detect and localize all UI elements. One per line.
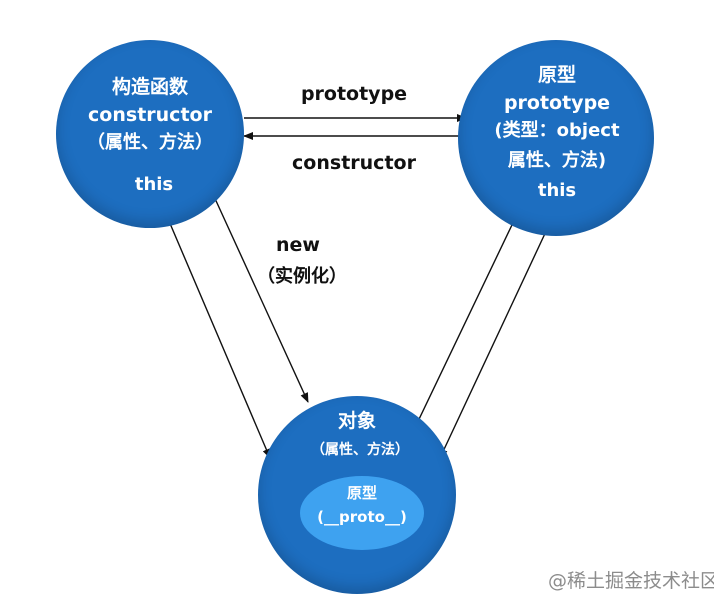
this-to-object-arrow-right — [439, 209, 557, 459]
instantiate-edge-label: （实例化） — [257, 266, 347, 287]
this-to-object-arrow — [159, 199, 271, 459]
constructor-this-label: this — [134, 174, 174, 195]
watermark-text: @稀土掘金技术社区 — [548, 570, 714, 592]
proto-title: 原型 — [346, 484, 378, 502]
new-edge-label: new — [276, 234, 320, 256]
new-instantiate-arrow — [211, 191, 309, 403]
constructor-name: constructor — [88, 104, 212, 126]
prototype-name: prototype — [503, 92, 611, 114]
prototype-type: (类型：object — [494, 120, 620, 141]
constructor-edge-label: constructor — [292, 152, 416, 174]
proto-ellipse — [300, 476, 424, 550]
prototype-members: 属性、方法) — [507, 150, 607, 171]
prototype-edge-label: prototype — [300, 83, 408, 105]
constructor-title: 构造函数 — [111, 76, 189, 98]
object-members: （属性、方法） — [311, 442, 409, 458]
proto-name: (__proto__) — [317, 508, 407, 526]
prototype-node — [458, 40, 654, 236]
constructor-members: （属性、方法） — [87, 132, 213, 153]
object-title: 对象 — [337, 410, 377, 432]
prototype-title: 原型 — [537, 64, 577, 86]
constructor-node — [56, 40, 244, 228]
prototype-this-label: this — [537, 180, 577, 201]
